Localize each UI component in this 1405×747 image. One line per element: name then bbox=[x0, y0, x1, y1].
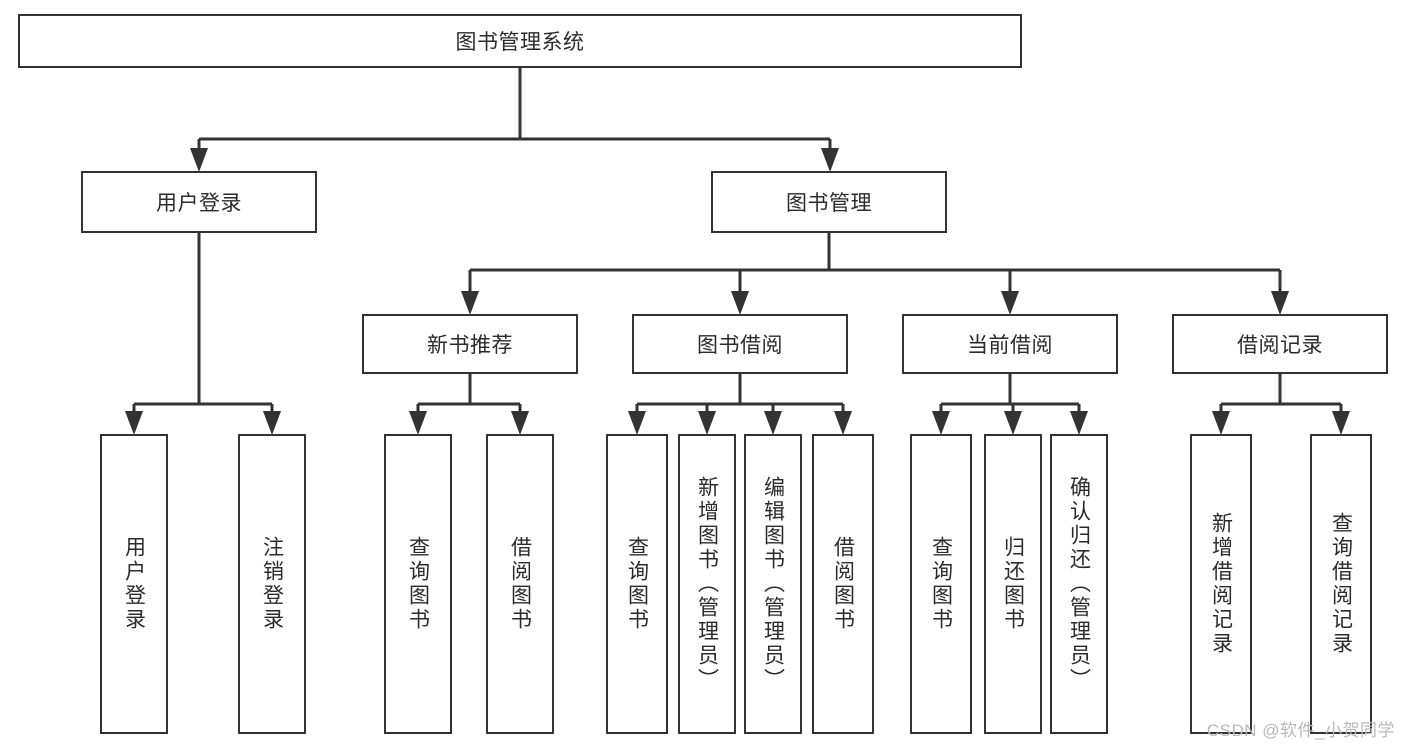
node-borrow-records[interactable]: 借阅记录 bbox=[1172, 314, 1388, 374]
node-new-book-recommend-label: 新书推荐 bbox=[427, 334, 513, 357]
node-book-borrow-label: 图书借阅 bbox=[697, 334, 783, 357]
node-root[interactable]: 图书管理系统 bbox=[18, 14, 1022, 68]
node-current-borrow[interactable]: 当前借阅 bbox=[902, 314, 1118, 374]
leaf-edit-book-admin-label: 编辑图书（管理员） bbox=[761, 476, 785, 692]
arrowhead-leaf-11 bbox=[1070, 411, 1088, 435]
leaf-add-borrow-record[interactable]: 新增借阅记录 bbox=[1190, 434, 1252, 734]
node-book-management-label: 图书管理 bbox=[786, 192, 872, 215]
arrowhead-leaf-8 bbox=[834, 411, 852, 435]
node-user-login[interactable]: 用户登录 bbox=[81, 171, 317, 233]
leaf-logout[interactable]: 注销登录 bbox=[238, 434, 306, 734]
arrowhead-borrow bbox=[731, 291, 749, 315]
leaf-borrow-books[interactable]: 借阅图书 bbox=[812, 434, 874, 734]
leaf-add-book-admin-label: 新增图书（管理员） bbox=[695, 476, 719, 692]
csdn-watermark: CSDN @软件_小贺同学 bbox=[1206, 721, 1395, 740]
leaf-query-books-new[interactable]: 查询图书 bbox=[384, 434, 452, 734]
leaf-query-borrow-record-label: 查询借阅记录 bbox=[1329, 512, 1353, 656]
leaf-query-books-current-label: 查询图书 bbox=[929, 536, 953, 632]
leaf-query-books-borrow[interactable]: 查询图书 bbox=[606, 434, 668, 734]
arrowhead-leaf-13 bbox=[1332, 411, 1350, 435]
arrowhead-leaf-9 bbox=[932, 411, 950, 435]
node-new-book-recommend[interactable]: 新书推荐 bbox=[362, 314, 578, 374]
arrowhead-leaf-2 bbox=[263, 411, 281, 435]
leaf-query-books-current[interactable]: 查询图书 bbox=[910, 434, 972, 734]
node-root-label: 图书管理系统 bbox=[455, 31, 585, 54]
leaf-query-books-borrow-label: 查询图书 bbox=[625, 536, 649, 632]
node-current-borrow-label: 当前借阅 bbox=[967, 334, 1053, 357]
arrowhead-leaf-10 bbox=[1004, 411, 1022, 435]
arrowhead-new-books bbox=[461, 291, 479, 315]
leaf-logout-label: 注销登录 bbox=[260, 536, 284, 632]
arrowhead-leaf-7 bbox=[764, 411, 782, 435]
leaf-edit-book-admin[interactable]: 编辑图书（管理员） bbox=[744, 434, 802, 734]
leaf-confirm-return-admin[interactable]: 确认归还（管理员） bbox=[1050, 434, 1108, 734]
leaf-borrow-books-new-label: 借阅图书 bbox=[508, 536, 532, 632]
leaf-borrow-books-new[interactable]: 借阅图书 bbox=[486, 434, 554, 734]
arrowhead-leaf-5 bbox=[628, 411, 646, 435]
leaf-user-login-label: 用户登录 bbox=[122, 536, 146, 632]
node-book-borrow[interactable]: 图书借阅 bbox=[632, 314, 848, 374]
leaf-return-books-label: 归还图书 bbox=[1001, 536, 1025, 632]
leaf-query-borrow-record[interactable]: 查询借阅记录 bbox=[1310, 434, 1372, 734]
arrowhead-current bbox=[1001, 291, 1019, 315]
node-borrow-records-label: 借阅记录 bbox=[1237, 334, 1323, 357]
node-book-management[interactable]: 图书管理 bbox=[711, 171, 947, 233]
arrowhead-records bbox=[1271, 291, 1289, 315]
leaf-user-login[interactable]: 用户登录 bbox=[100, 434, 168, 734]
arrowhead-leaf-3 bbox=[409, 411, 427, 435]
leaf-confirm-return-admin-label: 确认归还（管理员） bbox=[1067, 476, 1091, 692]
leaf-borrow-books-label: 借阅图书 bbox=[831, 536, 855, 632]
arrowhead-leaf-4 bbox=[511, 411, 529, 435]
node-user-login-label: 用户登录 bbox=[156, 192, 242, 215]
leaf-return-books[interactable]: 归还图书 bbox=[984, 434, 1042, 734]
leaf-add-book-admin[interactable]: 新增图书（管理员） bbox=[678, 434, 736, 734]
arrowhead-book-mgmt bbox=[821, 148, 839, 172]
leaf-query-books-new-label: 查询图书 bbox=[406, 536, 430, 632]
arrowhead-leaf-6 bbox=[698, 411, 716, 435]
arrowhead-user-login bbox=[190, 148, 208, 172]
arrowhead-leaf-1 bbox=[125, 411, 143, 435]
arrowhead-leaf-12 bbox=[1212, 411, 1230, 435]
leaf-add-borrow-record-label: 新增借阅记录 bbox=[1209, 512, 1233, 656]
